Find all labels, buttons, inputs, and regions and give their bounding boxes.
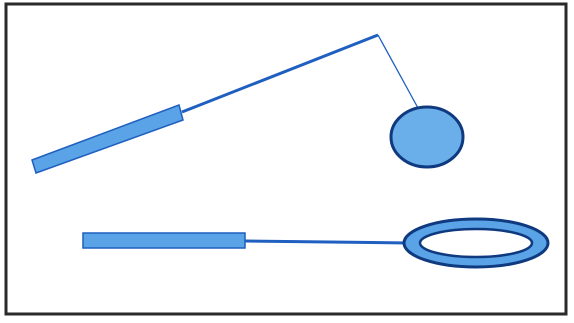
upper-shaft: [182, 35, 378, 112]
ring-inner-opening: [420, 229, 532, 257]
upper-handle: [32, 105, 183, 173]
lower-handle: [83, 233, 245, 248]
lower-shaft: [245, 241, 408, 243]
upper-instrument: [32, 35, 463, 173]
lower-instrument: [83, 219, 548, 267]
sphere-tip: [391, 107, 463, 167]
upper-thread: [378, 35, 418, 108]
